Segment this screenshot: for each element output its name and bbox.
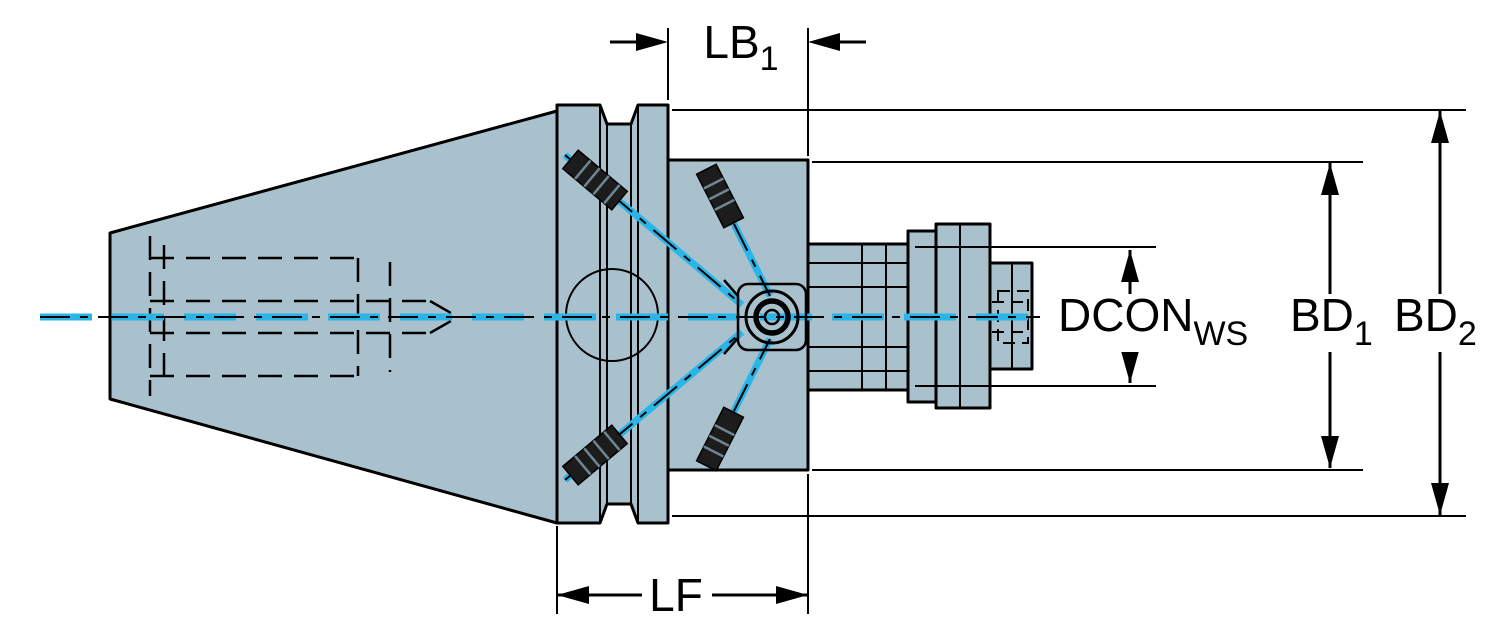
label-lf: LF (649, 569, 703, 621)
center-coupling (723, 279, 808, 355)
arrow (808, 33, 840, 51)
arrow (1321, 436, 1339, 468)
set-screw (695, 406, 745, 472)
label-lb1: LB1 (703, 16, 778, 78)
coupling-outer-circle (744, 289, 800, 345)
dimension-labels: LB1 LF DCONWS BD1 BD2 (649, 16, 1477, 621)
arrow (1431, 111, 1449, 143)
label-bg-dcon (1052, 294, 1262, 352)
coupling-mid-circle (753, 298, 791, 336)
label-dcon: DCONWS (1058, 289, 1248, 353)
set-screw (561, 424, 629, 486)
coupling-detail-line (723, 279, 739, 297)
label-bg-bd2 (1388, 294, 1488, 352)
coupling-inner-circle (763, 308, 781, 326)
arrow (1321, 163, 1339, 195)
label-lf-base: LF (649, 569, 703, 621)
label-bd1: BD1 (1290, 289, 1373, 353)
label-dcon-base: DCON (1058, 289, 1193, 341)
arrow (1121, 250, 1139, 282)
label-dcon-sub: WS (1193, 315, 1248, 353)
arrow (1121, 351, 1139, 383)
spindle-cylinder (806, 242, 910, 392)
arrow (636, 33, 668, 51)
arrow (557, 586, 589, 604)
set-screw (695, 163, 745, 229)
coupling-housing (736, 282, 808, 352)
arrow (1431, 483, 1449, 515)
label-bg-bd1 (1284, 294, 1382, 352)
centerline (564, 331, 743, 481)
hidden-line (429, 299, 459, 319)
label-bd1-sub: 1 (1354, 315, 1373, 353)
coupling-detail-line (723, 337, 739, 355)
label-lb1-base: LB (703, 16, 759, 68)
label-lb1-sub: 1 (760, 40, 779, 78)
arrow (776, 586, 808, 604)
label-bd1-base: BD (1290, 289, 1354, 341)
set-screw (561, 149, 629, 211)
label-bd2-base: BD (1394, 289, 1458, 341)
label-backgrounds (1052, 294, 1488, 352)
centerline (564, 154, 743, 306)
label-bd2-sub: 2 (1458, 315, 1477, 353)
label-bd2: BD2 (1394, 289, 1477, 353)
extension-lines (556, 28, 1466, 614)
dimension-arrows (557, 33, 1449, 604)
set-screws (561, 149, 745, 486)
hidden-line (429, 315, 459, 335)
